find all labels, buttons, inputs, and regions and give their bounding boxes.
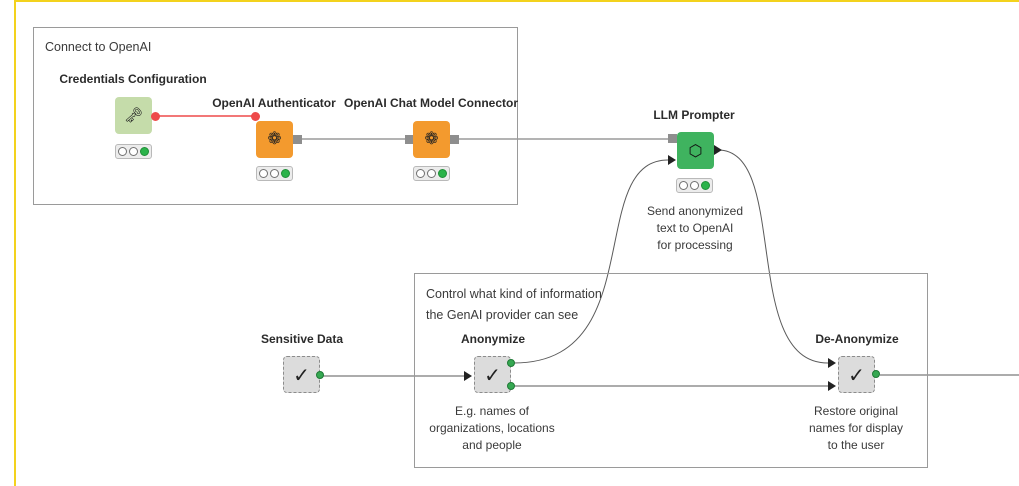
llm-prompter-status: [676, 178, 713, 193]
de-anonymize-title: De-Anonymize: [815, 332, 899, 346]
status-light-green: [281, 169, 290, 178]
annotation-control-info-text: Control what kind of information the Gen…: [426, 287, 602, 322]
de-anonymize-description: Restore original names for display to th…: [808, 404, 904, 452]
status-light-red: [118, 147, 127, 156]
annotation-connect-openai[interactable]: [33, 27, 518, 205]
anonymize-description: E.g. names of organizations, locations a…: [429, 404, 555, 452]
brain-chip-icon: ⬡: [688, 140, 703, 160]
anonymize-input-port[interactable]: [464, 371, 472, 381]
anonymize-output-port-bottom[interactable]: [507, 382, 515, 390]
anonymize-title: Anonymize: [460, 332, 526, 346]
llm-prompter-title: LLM Prompter: [653, 108, 735, 122]
credentials-configuration-status: [115, 144, 152, 159]
de-anonymize-node[interactable]: ✓: [838, 356, 875, 393]
annotation-connect-openai-text: Connect to OpenAI: [45, 40, 152, 54]
credentials-configuration-title: Credentials Configuration: [59, 72, 207, 86]
status-light-green: [438, 169, 447, 178]
sensitive-data-output-port[interactable]: [316, 371, 324, 379]
openai-authenticator-output-port[interactable]: [293, 135, 302, 144]
openai-authenticator-title: OpenAI Authenticator: [212, 96, 336, 110]
status-light-green: [140, 147, 149, 156]
status-light-yellow: [690, 181, 699, 190]
de-anonymize-output-port[interactable]: [872, 370, 880, 378]
checkmark-icon: ✓: [293, 362, 310, 387]
de-anonymize-input-port-top[interactable]: [828, 358, 836, 368]
anonymize-node[interactable]: ✓: [474, 356, 511, 393]
status-light-red: [679, 181, 688, 190]
credentials-configuration-output-port[interactable]: [151, 112, 160, 121]
status-light-yellow: [129, 147, 138, 156]
openai-authenticator-status: [256, 166, 293, 181]
llm-prompter-output-port[interactable]: [714, 145, 722, 155]
llm-prompter-node[interactable]: ⬡: [677, 132, 714, 169]
llm-prompter-description: Send anonymized text to OpenAI for proce…: [646, 204, 744, 252]
openai-authenticator-node[interactable]: ❁: [256, 121, 293, 158]
openai-chat-model-connector-output-port[interactable]: [450, 135, 459, 144]
checkmark-icon: ✓: [848, 362, 865, 387]
credentials-icon: 🗝: [123, 106, 144, 124]
anonymize-output-port-top[interactable]: [507, 359, 515, 367]
workflow-canvas[interactable]: [14, 0, 1019, 486]
openai-icon: ❁: [424, 129, 439, 149]
openai-icon: ❁: [267, 129, 282, 149]
openai-chat-model-connector-status: [413, 166, 450, 181]
sensitive-data-node[interactable]: ✓: [283, 356, 320, 393]
checkmark-icon: ✓: [484, 362, 501, 387]
status-light-yellow: [270, 169, 279, 178]
llm-prompter-data-input-port[interactable]: [668, 155, 676, 165]
status-light-yellow: [427, 169, 436, 178]
status-light-green: [701, 181, 710, 190]
status-light-red: [259, 169, 268, 178]
status-light-red: [416, 169, 425, 178]
openai-authenticator-input-port[interactable]: [251, 112, 260, 121]
llm-prompter-model-input-port[interactable]: [668, 134, 677, 143]
credentials-configuration-node[interactable]: 🗝: [115, 97, 152, 134]
de-anonymize-input-port-bottom[interactable]: [828, 381, 836, 391]
sensitive-data-title: Sensitive Data: [260, 332, 344, 346]
openai-chat-model-connector-input-port[interactable]: [405, 135, 414, 144]
openai-chat-model-connector-node[interactable]: ❁: [413, 121, 450, 158]
annotation-control-info[interactable]: [414, 273, 928, 468]
openai-chat-model-connector-title: OpenAI Chat Model Connector: [344, 96, 518, 110]
